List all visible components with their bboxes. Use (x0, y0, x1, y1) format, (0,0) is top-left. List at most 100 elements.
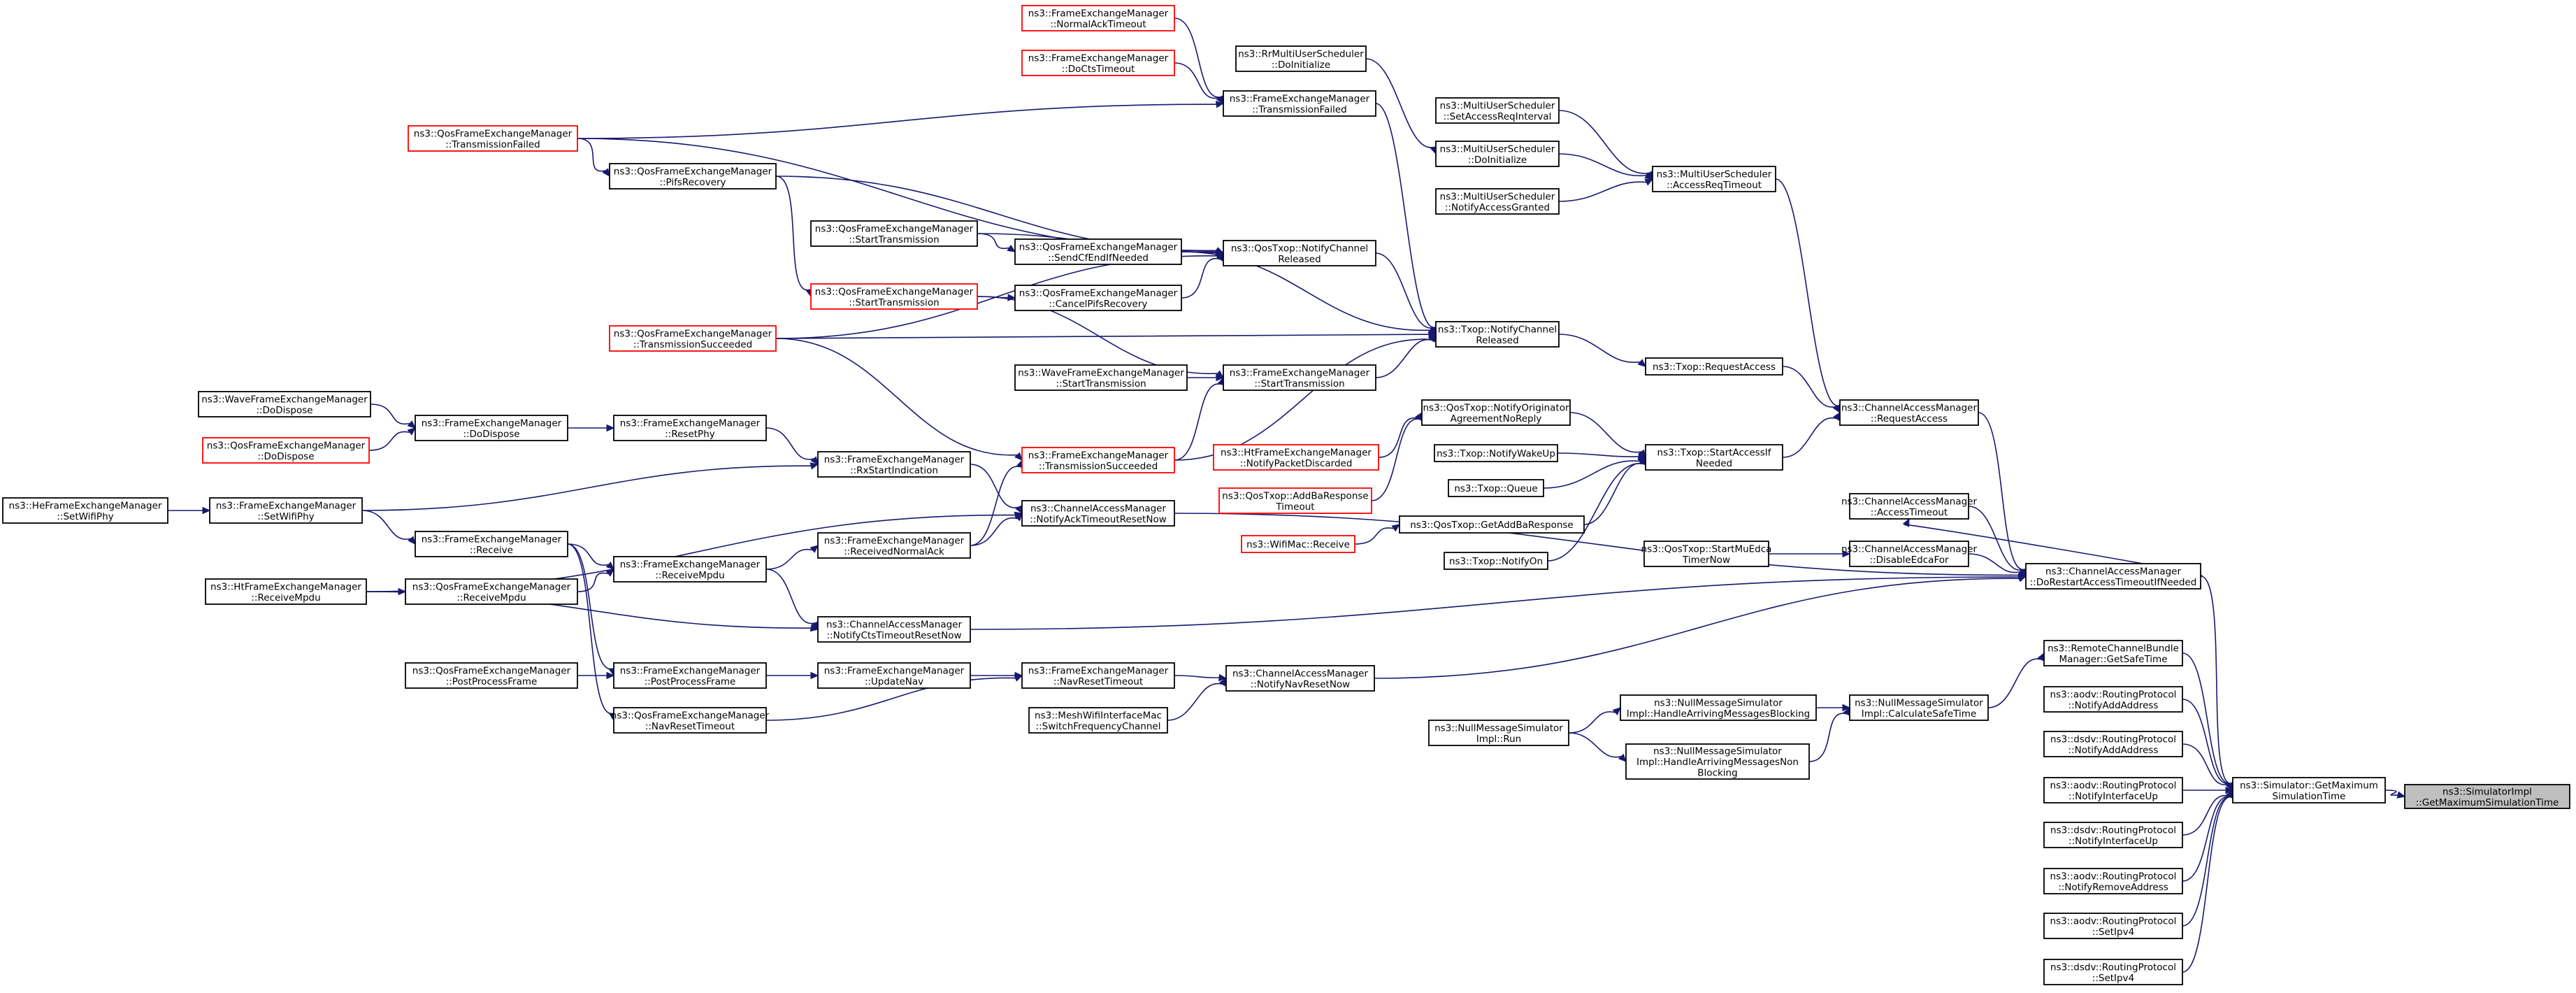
node-nms_cst[interactable]: ns3::NullMessageSimulatorImpl::Calculate… (1849, 694, 1989, 721)
edge-mus_sari-to-mus_art (1558, 110, 1653, 180)
node-qfem_nrt[interactable]: ns3::QosFrameExchangeManager::NavResetTi… (611, 707, 770, 734)
node-fem_rcv[interactable]: ns3::FrameExchangeManager::Receive (415, 531, 568, 557)
node-label: ::AccessTimeout (1871, 507, 1948, 518)
node-fem_un[interactable]: ns3::FrameExchangeManager::UpdateNav (817, 662, 971, 689)
edge-mus_art-to-cam_ra (1775, 178, 1843, 414)
node-label: ::TransmissionSucceeded (1039, 461, 1158, 472)
node-aodv_nra[interactable]: ns3::aodv::RoutingProtocol::NotifyRemove… (2043, 868, 2183, 894)
node-label: ns3::dsdv::RoutingProtocol (2050, 734, 2176, 745)
node-label: ::SendCfEndIfNeeded (1048, 252, 1149, 264)
node-ht_rm[interactable]: ns3::HtFrameExchangeManager::ReceiveMpdu (205, 578, 367, 605)
node-qfem_ppf[interactable]: ns3::QosFrameExchangeManager::PostProces… (405, 662, 578, 689)
node-nms_hamn[interactable]: ns3::NullMessageSimulatorImpl::HandleArr… (1625, 743, 1810, 780)
node-label: ns3::QosFrameExchangeManager (815, 286, 974, 297)
node-fem_nrt[interactable]: ns3::FrameExchangeManager::NavResetTimeo… (1021, 662, 1175, 689)
node-ht_npd[interactable]: ns3::HtFrameExchangeManager::NotifyPacke… (1213, 444, 1379, 471)
node-fem_rna[interactable]: ns3::FrameExchangeManager::ReceivedNorma… (817, 532, 971, 559)
node-label: ::DoInitialize (1468, 155, 1527, 166)
node-aodv_sip[interactable]: ns3::aodv::RoutingProtocol::SetIpv4 (2043, 913, 2183, 939)
edge-fem_rcv-to-fem_rm (567, 543, 614, 570)
node-qfem_ts[interactable]: ns3::QosFrameExchangeManager::Transmissi… (609, 325, 777, 352)
node-txop_q[interactable]: ns3::Txop::Queue (1448, 479, 1544, 497)
node-txop_nwu[interactable]: ns3::Txop::NotifyWakeUp (1434, 444, 1558, 462)
edge-cam_drat-to-sim_gmst (2200, 576, 2236, 792)
node-aodv_naa[interactable]: ns3::aodv::RoutingProtocol::NotifyAddAdd… (2043, 686, 2183, 713)
node-txop_ra[interactable]: ns3::Txop::RequestAccess (1645, 357, 1783, 376)
node-wifi_rcv[interactable]: ns3::WifiMac::Receive (1241, 535, 1355, 553)
edge-txop_non-to-txop_sai (1547, 456, 1646, 562)
node-fem_dct[interactable]: ns3::FrameExchangeManager::DoCtsTimeout (1021, 50, 1175, 76)
node-qfem_rm[interactable]: ns3::QosFrameExchangeManager::ReceiveMpd… (405, 578, 578, 605)
node-label: ::NotifyAckTimeoutResetNow (1030, 514, 1167, 525)
node-mus_di[interactable]: ns3::MultiUserScheduler::DoInitialize (1435, 141, 1560, 167)
node-cam_natr[interactable]: ns3::ChannelAccessManager::NotifyAckTime… (1021, 500, 1175, 527)
node-sim_gmst[interactable]: ns3::Simulator::GetMaximumSimulationTime (2232, 777, 2386, 803)
node-rrmus_di[interactable]: ns3::RrMultiUserScheduler::DoInitialize (1235, 45, 1367, 72)
node-target[interactable]: ns3::SimulatorImpl::GetMaximumSimulation… (2404, 784, 2570, 809)
node-nms_ham[interactable]: ns3::NullMessageSimulatorImpl::HandleArr… (1620, 694, 1817, 721)
node-label: ns3::FrameExchangeManager (1028, 8, 1169, 19)
node-qfem_pr[interactable]: ns3::QosFrameExchangeManager::PifsRecove… (609, 163, 777, 190)
node-label: ns3::Txop::StartAccessIf (1657, 447, 1772, 458)
node-mesh_sfc[interactable]: ns3::MeshWifiInterfaceMac::SwitchFrequen… (1028, 707, 1168, 734)
node-fem_rm[interactable]: ns3::FrameExchangeManager::ReceiveMpdu (613, 556, 767, 583)
node-label: ns3::FrameExchangeManager (620, 559, 761, 570)
node-layer: ns3::SimulatorImpl::GetMaximumSimulation… (2, 5, 2570, 985)
node-fem_nat[interactable]: ns3::FrameExchangeManager::NormalAckTime… (1021, 5, 1175, 31)
node-mus_art[interactable]: ns3::MultiUserScheduler::AccessReqTimeou… (1652, 166, 1776, 192)
node-he_swp[interactable]: ns3::HeFrameExchangeManager::SetWifiPhy (2, 497, 168, 524)
edge-fem_rsi-to-cam_natr (970, 464, 1023, 515)
edge-cam_nnr-to-cam_drat (1374, 575, 2027, 679)
edge-fem_rcv-to-fem_ppf (567, 543, 616, 677)
node-rcb_gst[interactable]: ns3::RemoteChannelBundleManager::GetSafe… (2043, 640, 2183, 666)
node-label: ns3::QosFrameExchangeManager (1019, 287, 1178, 299)
node-fem_rsi[interactable]: ns3::FrameExchangeManager::RxStartIndica… (817, 451, 971, 478)
node-aodv_niu[interactable]: ns3::aodv::RoutingProtocol::NotifyInterf… (2043, 777, 2183, 803)
node-txop_non[interactable]: ns3::Txop::NotifyOn (1444, 552, 1548, 570)
node-qfem_dd[interactable]: ns3::QosFrameExchangeManager::DoDispose (202, 437, 370, 464)
node-fem_swp[interactable]: ns3::FrameExchangeManager::SetWifiPhy (209, 497, 363, 524)
node-label: ns3::Txop::RequestAccess (1653, 362, 1776, 373)
node-mus_nag[interactable]: ns3::MultiUserScheduler::NotifyAccessGra… (1435, 188, 1560, 215)
node-dsdv_sip[interactable]: ns3::dsdv::RoutingProtocol::SetIpv4 (2043, 959, 2183, 985)
node-cam_def[interactable]: ns3::ChannelAccessManager::DisableEdcaFo… (1841, 541, 1978, 567)
node-label: ns3::NullMessageSimulator (1653, 746, 1782, 757)
node-label: Timeout (1275, 501, 1314, 513)
node-qos_noan[interactable]: ns3::QosTxop::NotifyOriginatorAgreementN… (1421, 399, 1571, 426)
node-qfem_tf[interactable]: ns3::QosFrameExchangeManager::Transmissi… (408, 125, 578, 152)
node-label: ns3::QosFrameExchangeManager (815, 223, 974, 234)
node-qfem_st1[interactable]: ns3::QosFrameExchangeManager::StartTrans… (810, 220, 978, 247)
node-qfem_cpr[interactable]: ns3::QosFrameExchangeManager::CancelPifs… (1014, 285, 1182, 311)
node-fem_tf[interactable]: ns3::FrameExchangeManager::TransmissionF… (1223, 90, 1376, 117)
node-cam_at[interactable]: ns3::ChannelAccessManager::AccessTimeout (1841, 493, 1978, 520)
edge-qfem_ts-to-fem_ts (775, 338, 1023, 461)
node-fem_ts[interactable]: ns3::FrameExchangeManager::TransmissionS… (1021, 447, 1175, 473)
node-qfem_sce[interactable]: ns3::QosFrameExchangeManager::SendCfEndI… (1014, 238, 1182, 265)
node-cam_nctr[interactable]: ns3::ChannelAccessManager::NotifyCtsTime… (817, 616, 971, 643)
node-dsdv_niu[interactable]: ns3::dsdv::RoutingProtocol::NotifyInterf… (2043, 822, 2183, 848)
node-cam_nnr[interactable]: ns3::ChannelAccessManager::NotifyNavRese… (1225, 665, 1375, 692)
node-label: ns3::ChannelAccessManager (2045, 566, 2182, 577)
node-fem_st[interactable]: ns3::FrameExchangeManager::StartTransmis… (1223, 364, 1376, 391)
node-label: ns3::MultiUserScheduler (1657, 169, 1772, 180)
node-qfem_st2[interactable]: ns3::QosFrameExchangeManager::StartTrans… (810, 283, 978, 310)
node-wave_st[interactable]: ns3::WaveFrameExchangeManager::StartTran… (1014, 364, 1188, 391)
node-fem_ppf[interactable]: ns3::FrameExchangeManager::PostProcessFr… (613, 662, 767, 689)
node-label: ns3::NullMessageSimulator (1434, 722, 1563, 734)
node-label: ns3::FrameExchangeManager (824, 665, 965, 676)
node-fem_dd[interactable]: ns3::FrameExchangeManager::DoDispose (415, 415, 568, 441)
node-mus_sari[interactable]: ns3::MultiUserScheduler::SetAccessReqInt… (1435, 97, 1560, 124)
node-cam_ra[interactable]: ns3::ChannelAccessManager::RequestAccess (1839, 399, 1979, 426)
node-wave_dd[interactable]: ns3::WaveFrameExchangeManager::DoDispose (198, 391, 371, 417)
node-fem_rp[interactable]: ns3::FrameExchangeManager::ResetPhy (613, 415, 767, 441)
node-qos_gab[interactable]: ns3::QosTxop::GetAddBaResponse (1399, 515, 1585, 534)
node-label: ::NotifyCtsTimeoutResetNow (826, 630, 961, 641)
node-cam_drat[interactable]: ns3::ChannelAccessManager::DoRestartAcce… (2025, 563, 2201, 590)
node-dsdv_naa[interactable]: ns3::dsdv::RoutingProtocol::NotifyAddAdd… (2043, 731, 2183, 757)
